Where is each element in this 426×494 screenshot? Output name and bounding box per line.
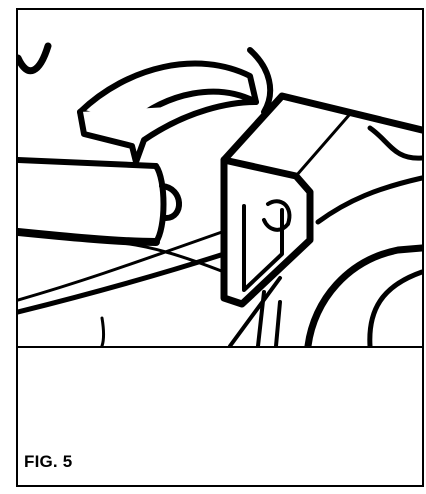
lid-top xyxy=(77,60,259,127)
left-arm-bottom xyxy=(18,228,160,246)
left-arm-knob xyxy=(159,183,182,221)
wheel-inner xyxy=(367,269,422,346)
housing-lower-curve xyxy=(315,175,422,225)
lid-rim-right xyxy=(247,47,274,115)
figure-caption: FIG. 5 xyxy=(24,452,73,471)
block-outline xyxy=(220,156,314,308)
caption-area: FIG. 5 xyxy=(18,348,422,485)
housing-top xyxy=(220,92,422,164)
housing-top-inner xyxy=(294,112,352,178)
left-arm-top xyxy=(18,157,159,169)
latch-leg-2 xyxy=(274,300,282,346)
left-arm-end xyxy=(153,163,167,245)
block-hinge-circle xyxy=(262,199,292,232)
upper-left-curve xyxy=(18,42,52,75)
figure-frame: FIG. 5 xyxy=(16,8,424,487)
lid-front-face xyxy=(77,99,259,165)
lower-stem xyxy=(100,316,105,346)
illustration-svg xyxy=(18,42,422,346)
lower-rail-2 xyxy=(18,251,227,315)
lower-rail-3 xyxy=(108,240,226,274)
latch-leg-angle xyxy=(228,276,282,346)
lower-rail-1 xyxy=(18,230,224,302)
wheel-outer xyxy=(304,244,422,346)
block-inner-slot xyxy=(242,204,284,292)
mechanical-line-illustration xyxy=(18,10,422,348)
housing-right-curve xyxy=(367,125,422,161)
